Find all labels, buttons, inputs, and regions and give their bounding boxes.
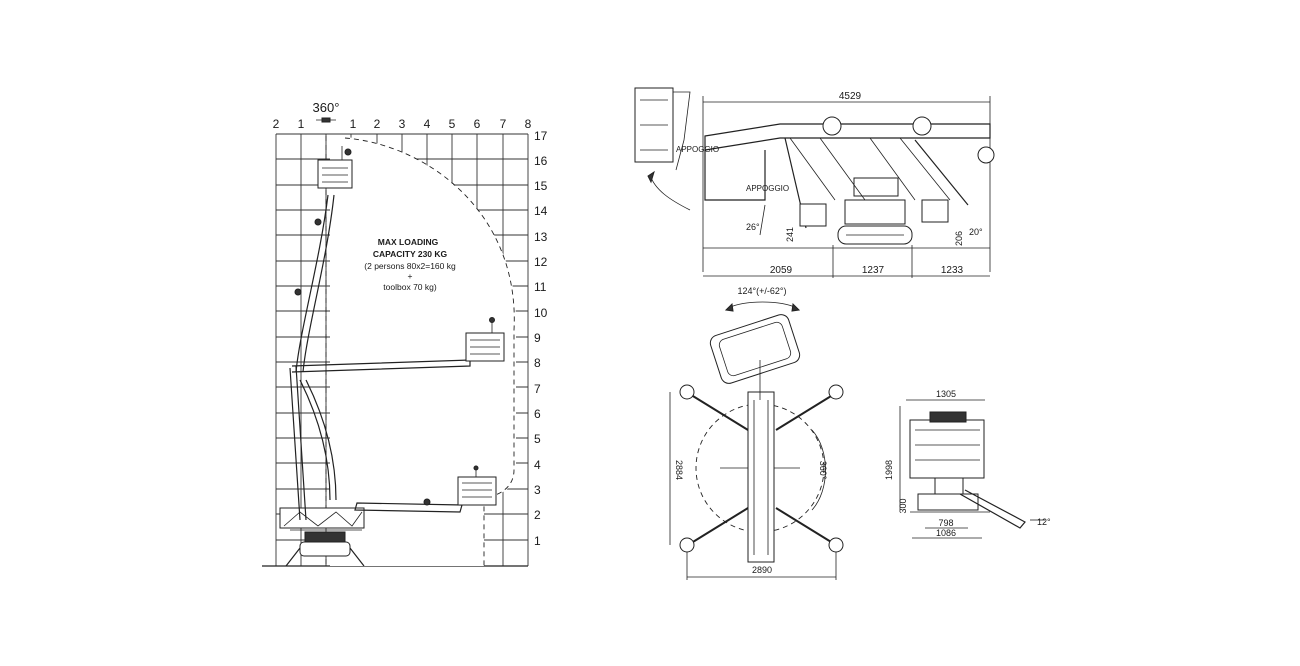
dim-top-height: 2884 [674, 460, 684, 480]
front-view-diagram: 1305 1998 300 798 1086 12° [884, 389, 1051, 539]
dim-track-width: 798 [938, 518, 953, 528]
x-tick: 7 [500, 117, 507, 131]
lift-boom-mid [289, 317, 505, 521]
envelope-outline [344, 137, 515, 566]
svg-text:+: + [408, 271, 413, 281]
y-tick: 5 [534, 432, 541, 446]
lift-boom-low [354, 465, 497, 513]
y-axis-ticks: 1 2 3 4 5 6 7 8 9 10 11 12 13 14 15 16 1… [534, 129, 548, 548]
x-tick: 1 [298, 117, 305, 131]
chassis [747, 391, 775, 563]
basket-rotation-label: 124°(+/-62°) [738, 286, 787, 296]
x-tick: 2 [374, 117, 381, 131]
dim-total-length: 4529 [839, 91, 862, 102]
front-angle: 12° [1037, 517, 1051, 527]
svg-text:(2 persons 80x2=160 kg: (2 persons 80x2=160 kg [364, 261, 456, 271]
top-view-diagram: 124°(+/-62°) 2884 2890 360° [669, 286, 844, 580]
lift-base [279, 507, 365, 567]
appoggio-label-2: APPOGGIO [746, 184, 789, 193]
dim-seg-2: 1237 [862, 265, 885, 276]
height-left: 241 [785, 227, 795, 242]
x-tick: 4 [424, 117, 431, 131]
y-tick: 8 [534, 356, 541, 370]
dim-front-height: 1998 [884, 460, 894, 480]
dim-seg-3: 1233 [941, 265, 964, 276]
angle-right: 20° [969, 227, 983, 237]
working-envelope-diagram: 2 1 1 2 3 4 5 6 7 8 360° 1 2 3 4 5 6 7 8… [262, 100, 548, 567]
svg-text:MAX LOADING: MAX LOADING [378, 237, 439, 247]
rotation-label: 360° [313, 100, 340, 115]
svg-text:toolbox 70 kg): toolbox 70 kg) [383, 282, 437, 292]
x-tick: 3 [399, 117, 406, 131]
y-tick: 12 [534, 255, 548, 269]
side-view-diagram: 4529 2059 1237 1233 APPOGGIO APPOGGIO [634, 87, 995, 278]
y-tick: 7 [534, 382, 541, 396]
y-tick: 13 [534, 230, 548, 244]
y-tick: 2 [534, 508, 541, 522]
y-tick: 9 [534, 331, 541, 345]
x-axis-ticks: 2 1 1 2 3 4 5 6 7 8 [273, 117, 532, 131]
angle-left: 26° [746, 222, 760, 232]
basket-top [709, 314, 801, 384]
height-right: 206 [954, 231, 964, 246]
y-tick: 3 [534, 483, 541, 497]
x-tick: 5 [449, 117, 456, 131]
front-basket [909, 419, 985, 479]
dim-top-width: 2890 [752, 565, 772, 575]
dim-base-width: 1086 [936, 528, 956, 538]
dim-front-top-width: 1305 [936, 389, 956, 399]
capacity-note: MAX LOADING CAPACITY 230 KG (2 persons 8… [364, 237, 456, 292]
y-tick: 4 [534, 458, 541, 472]
lift-boom-high [294, 146, 431, 506]
y-tick: 11 [534, 280, 547, 294]
x-tick: 6 [474, 117, 481, 131]
dim-front-lower-height: 300 [898, 498, 908, 513]
y-tick: 6 [534, 407, 541, 421]
rotation-360-label: 360° [818, 461, 828, 480]
svg-text:CAPACITY 230 KG: CAPACITY 230 KG [373, 249, 448, 259]
y-tick: 10 [534, 306, 548, 320]
x-tick: 8 [525, 117, 532, 131]
y-tick: 14 [534, 204, 548, 218]
y-tick: 17 [534, 129, 548, 143]
y-tick: 1 [534, 534, 541, 548]
x-tick: 2 [273, 117, 280, 131]
dim-seg-1: 2059 [770, 265, 793, 276]
x-tick: 1 [350, 117, 357, 131]
y-tick: 15 [534, 179, 548, 193]
y-tick: 16 [534, 154, 548, 168]
appoggio-label-1: APPOGGIO [676, 145, 719, 154]
